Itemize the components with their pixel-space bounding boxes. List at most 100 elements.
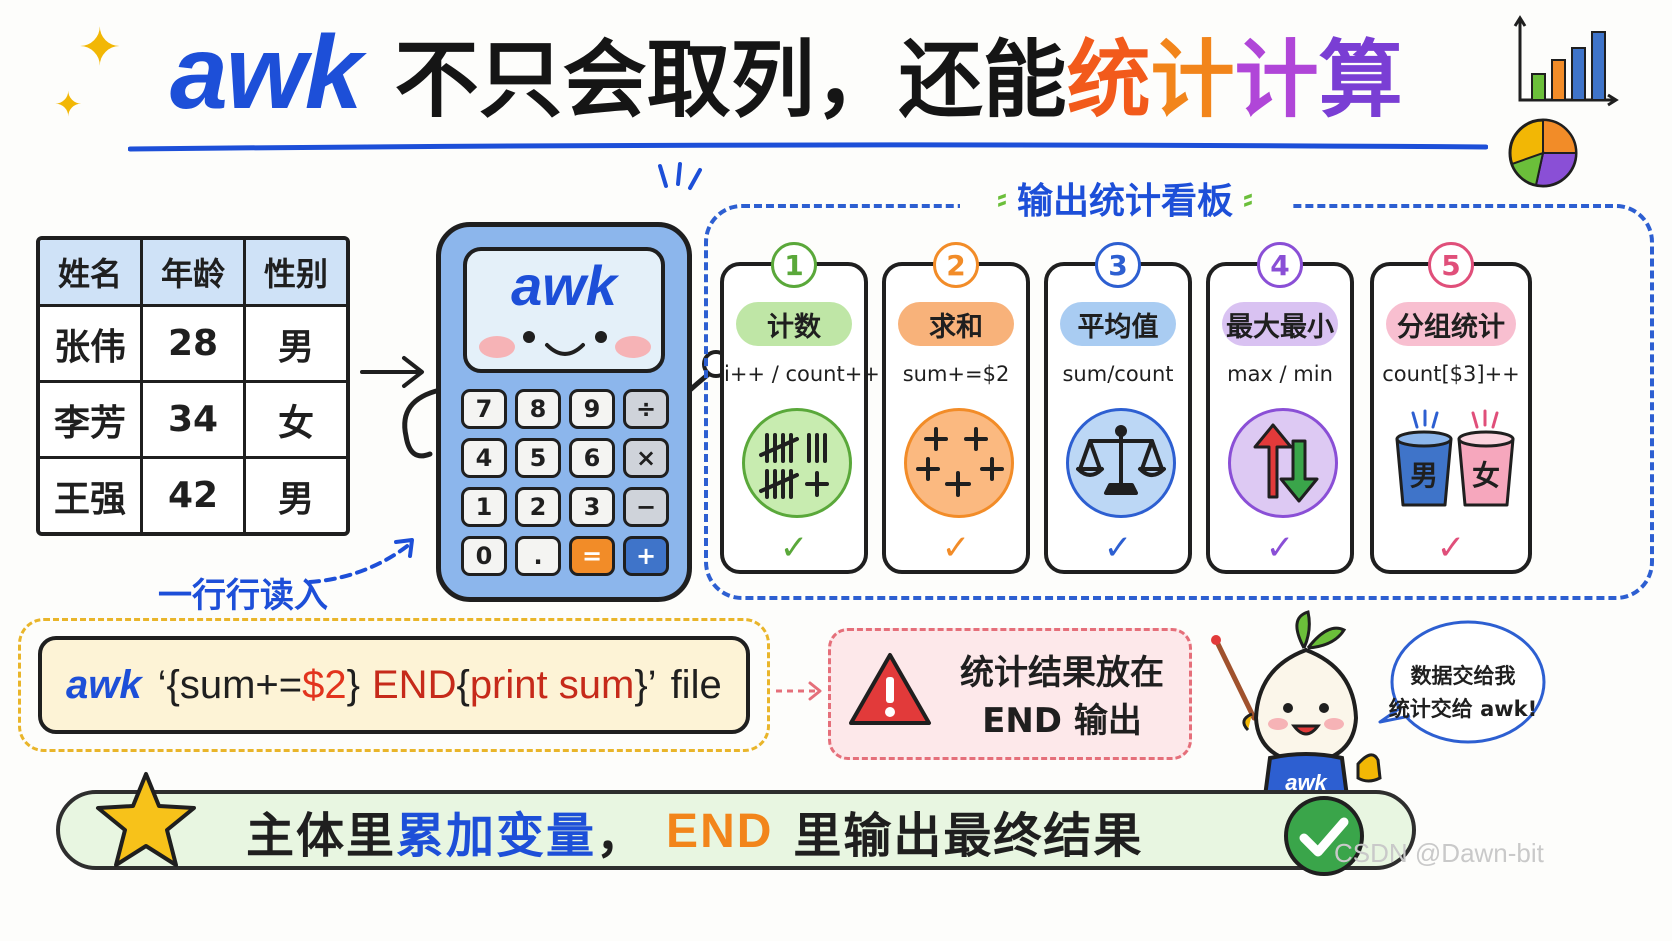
calculator-key: × <box>623 438 669 478</box>
table-cell: 女 <box>243 383 346 456</box>
read-line-label: 一行行读入 <box>158 576 328 616</box>
calculator-logo: awk <box>511 254 617 317</box>
table-cell: 王强 <box>53 478 126 520</box>
bubble-line2: 统计交给 awk! <box>1388 697 1538 721</box>
calculator-key: + <box>623 536 669 576</box>
calculator-key: − <box>623 487 669 527</box>
end-output-note: 统计结果放在 END 输出 <box>828 628 1192 760</box>
table-cell: 李芳 <box>53 402 126 444</box>
table-row: 王强 42 男 <box>40 456 346 532</box>
card-number: 4 <box>1257 242 1303 288</box>
title-part2: 统计计算 <box>1067 13 1403 134</box>
title-char: 计 <box>1234 30 1319 129</box>
table-cell: 男 <box>243 459 346 532</box>
card-number: 5 <box>1428 242 1474 288</box>
card-number: 3 <box>1095 242 1141 288</box>
note-line2: END 输出 <box>982 701 1142 741</box>
stat-card: 1 计数 i++ / count++ ✓ <box>720 242 880 574</box>
card-label: 求和 <box>898 302 1014 346</box>
watermark: CSDN @Dawn-bit <box>1334 838 1544 868</box>
code-open: ‘{sum+= <box>157 662 303 707</box>
check-icon: ✓ <box>1103 528 1133 568</box>
stat-card: 2 求和 sum+=$2 ✓ <box>882 242 1030 574</box>
bucket-label: 男 <box>1410 459 1438 492</box>
table-row: 李芳 34 女 <box>40 380 346 456</box>
code-var: $2 <box>302 662 347 707</box>
stat-card: 4 最大最小 max / min ✓ <box>1206 242 1354 574</box>
note-line1: 统计结果放在 <box>960 653 1164 693</box>
card-code: count[$3]++ <box>1382 362 1520 386</box>
code-close: } <box>346 662 360 707</box>
motion-lines-icon <box>658 162 702 190</box>
title-part1: 不只会取列，还能 <box>394 30 1067 129</box>
dashboard-title: ⸗ 输出统计看板 ⸗ <box>960 174 1290 222</box>
calculator-key: 6 <box>569 438 615 478</box>
summary-banner: 主体里 累加变量 ， END 里输出最终结果 <box>56 790 1416 870</box>
bubble-text: 数据交给我 统计交给 awk! <box>1378 660 1548 726</box>
banner-part5: 里输出最终结果 <box>793 808 1144 864</box>
stat-card: 5 分组统计 count[$3]++ 男 女 ✓ <box>1370 242 1532 574</box>
table-cell: 42 <box>140 459 243 532</box>
sparkle-icon: ✦ <box>78 18 122 78</box>
check-icon: ✓ <box>1265 528 1295 568</box>
balance-scale-icon <box>1066 408 1176 518</box>
warning-icon <box>849 653 931 725</box>
calculator-key: = <box>569 536 615 576</box>
calculator-key: 8 <box>515 389 561 429</box>
bar-chart-icon <box>1513 15 1619 107</box>
input-data-table: 姓名 年龄 性别 张伟 28 男 李芳 34 女 王强 42 男 <box>36 236 350 536</box>
table-header-cell: 姓名 <box>57 255 122 293</box>
onion-mascot: awk <box>1211 610 1382 806</box>
check-icon: ✓ <box>1436 528 1466 568</box>
card-label: 计数 <box>736 302 852 346</box>
awk-command-example: awk ‘{sum+= $2 } END { print sum }’ file <box>38 636 750 734</box>
calculator-key: ÷ <box>623 389 669 429</box>
code-brace-open: { <box>456 662 470 707</box>
check-icon: ✓ <box>779 528 809 568</box>
calculator-key: 7 <box>461 389 507 429</box>
table-row: 张伟 28 男 <box>40 304 346 380</box>
stat-card: 3 平均值 sum/count ✓ <box>1044 242 1192 574</box>
code-end: END <box>372 662 457 707</box>
sparkle-icon: ✦ <box>54 85 83 125</box>
dashed-arrow-icon <box>776 681 822 701</box>
title-char: 算 <box>1318 30 1403 129</box>
code-brace-close: }’ <box>634 662 657 707</box>
up-down-arrows-icon <box>1228 408 1338 518</box>
table-cell: 28 <box>140 307 243 380</box>
table-header-cell: 性别 <box>243 240 346 304</box>
card-label: 平均值 <box>1060 302 1176 346</box>
dashboard-title-text: 输出统计看板 <box>1016 181 1233 222</box>
bubble-line1: 数据交给我 <box>1410 664 1516 688</box>
table-header-cell: 年龄 <box>140 240 243 304</box>
smile-face-icon <box>479 331 651 358</box>
calculator-screen: awk <box>463 247 665 373</box>
curved-arrow-icon <box>308 538 414 584</box>
code-file: file <box>670 662 722 707</box>
title-char: 计 <box>1150 30 1235 129</box>
card-code: sum+=$2 <box>902 362 1010 386</box>
tally-icon <box>742 408 852 518</box>
speech-bubble: 数据交给我 统计交给 awk! <box>1378 616 1548 752</box>
calculator-key: 2 <box>515 487 561 527</box>
title-char: 统 <box>1066 30 1151 129</box>
card-label: 分组统计 <box>1386 302 1516 346</box>
check-icon: ✓ <box>941 528 971 568</box>
sparkle-dash-icon: ⸗ <box>1243 180 1253 216</box>
calculator-key: 0 <box>461 536 507 576</box>
calculator-key: 1 <box>461 487 507 527</box>
card-label: 最大最小 <box>1222 302 1338 346</box>
banner-text: 主体里 累加变量 ， END 里输出最终结果 <box>246 800 1143 865</box>
title-underline <box>128 142 1488 152</box>
code-awk: awk <box>66 662 142 707</box>
banner-part3: ， <box>596 808 647 864</box>
star-icon <box>96 772 196 867</box>
code-print: print sum <box>469 662 635 707</box>
code-box-frame <box>18 618 770 752</box>
card-code: max / min <box>1227 362 1333 386</box>
table-cell: 男 <box>243 307 346 380</box>
note-text: 统计结果放在 END 输出 <box>943 649 1181 745</box>
arrow-right-icon <box>360 356 424 388</box>
